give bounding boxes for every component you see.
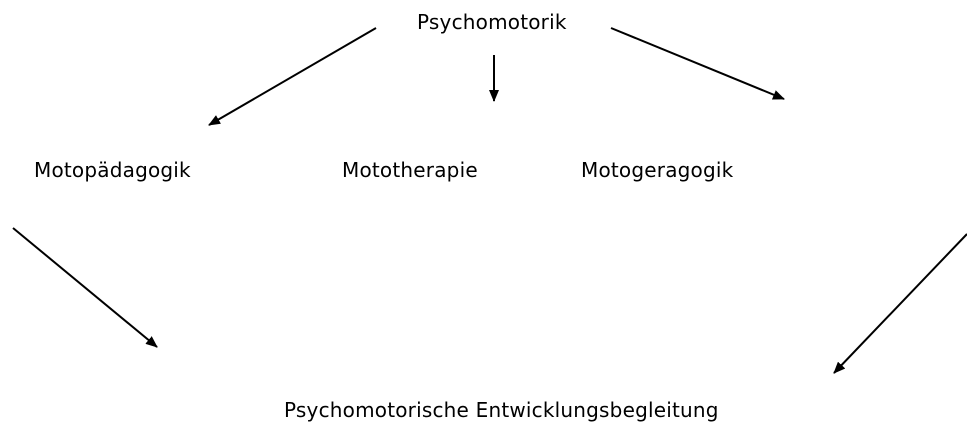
node-psychomotorische-entwicklungsbegleitung: Psychomotorische Entwicklungsbegleitung: [284, 398, 719, 422]
arrow-top-to-left: [208, 27, 377, 126]
node-motopaedagogik: Motopädagogik: [34, 158, 191, 182]
node-psychomotorik: Psychomotorik: [417, 10, 567, 34]
node-mototherapie: Mototherapie: [342, 158, 478, 182]
arrow-right-to-bottom: [833, 233, 967, 374]
arrow-top-to-right: [610, 27, 785, 100]
node-motogeragogik: Motogeragogik: [581, 158, 734, 182]
arrow-left-to-bottom: [12, 227, 158, 348]
